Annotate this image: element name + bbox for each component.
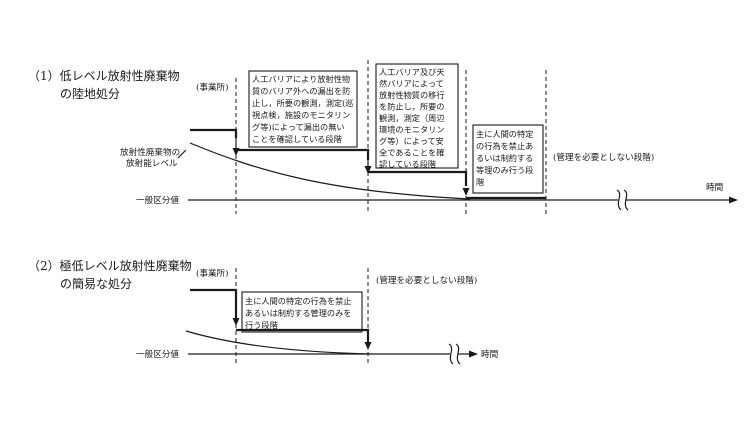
stage-1-management-line [234, 148, 370, 160]
section-1-site-label: (事業所) [196, 81, 229, 93]
level-label-line-1: 放射性廃棄物の [120, 146, 180, 158]
stage-2-line-5: 観測，測定（周辺 [379, 113, 445, 123]
stage-1-line-5: グ等)によって漏出の無い [252, 122, 345, 132]
section-2-axis-break-1 [448, 343, 454, 365]
stage-1-description: 人工バリアにより放射性物 質のバリア外への漏出を防 止し，所要の観測，測定(巡 … [252, 74, 356, 144]
section-1-time-label: 時間 [706, 182, 723, 193]
section-2-site-label: (事業所) [196, 267, 229, 279]
section-2-axis-break-2 [455, 343, 461, 365]
section-2-stage-1-line-1: 主に人間の特定の行為を禁止 [245, 296, 351, 306]
section-2-stage-1-line-3: 行う段階 [245, 320, 278, 330]
stage-3-line-4: 等理のみ行う段 [476, 165, 533, 175]
stage-2-drop-arrowhead [364, 166, 372, 174]
stage-2-management-line [368, 170, 468, 186]
stage-2-line-6: 環境のモニタリン [379, 125, 445, 135]
section-1-axis-break-1 [616, 189, 622, 211]
section-2-stage-1-description-box [241, 291, 363, 333]
stage-2-line-4: を防止し，所要の [379, 102, 445, 112]
section-1-time-arrowhead [729, 196, 738, 204]
section-2-no-management-label: (管理を必要としない段階) [376, 274, 477, 286]
stage-2-line-3: 放射性物質の移行 [379, 90, 445, 100]
section-2-decay-curve [185, 330, 371, 355]
section-2-stage-1-line-2: あるいは制約する管理のみを [245, 308, 351, 318]
stage-3-line-1: 主に人間の特定 [476, 129, 533, 139]
section-1-no-management-label: (管理を必要としない段階) [553, 151, 654, 163]
stage-1-description-box [248, 70, 358, 148]
stage-2-line-8: 全であることを確 [379, 148, 444, 158]
section-1: （1）低レベル放射性廃棄物 の陸地処分 (事業所) 放射性廃棄物の 放射能レベル… [28, 60, 738, 214]
section-1-heading-line-2: の陸地処分 [60, 87, 120, 101]
stage-1-line-1: 人工バリアにより放射性物 [252, 74, 350, 84]
stage-2-description: 人工バリア及び天 然バリアによって 放射性物質の移行 を防止し，所要の 観測，測… [379, 67, 447, 169]
stage-2-line-2: 然バリアによって [379, 79, 444, 89]
stage-3-description-box [472, 124, 544, 194]
section-2-site-management-line [190, 288, 238, 318]
level-label-line-2: 放射能レベル [126, 157, 178, 169]
stage-3-line-5: 階 [476, 177, 484, 187]
level-label-leader [177, 149, 187, 159]
stage-1-line-2: 質のバリア外への漏出を防 [252, 86, 350, 96]
section-1-decay-curve [189, 142, 471, 200]
stage-2-line-9: 認している段階 [379, 159, 436, 169]
section-1-axis-break-2 [623, 189, 629, 211]
section-2-time-label: 時間 [481, 349, 498, 360]
section-2: （2）極低レベル放射性廃棄物 の簡易な処分 (事業所) (管理を必要としない段階… [28, 258, 498, 366]
section-1-baseline-label: 一般区分値 [136, 194, 179, 206]
stage-1-line-6: ことを確認している段階 [252, 134, 342, 144]
section-1-site-management-line [190, 128, 238, 138]
section-2-baseline-label: 一般区分値 [136, 348, 179, 360]
stage-1-line-4: 視点検，施設のモニタリン [252, 110, 350, 120]
stage-1-line-3: 止し，所要の観測，測定(巡 [252, 98, 353, 108]
stage-3-description: 主に人間の特定 の行為を禁止あ るいは制約する 等理のみ行う段 階 [476, 129, 536, 187]
stage-3-line-2: の行為を禁止あ [476, 141, 533, 151]
section-2-heading-line-1: （2）極低レベル放射性廃棄物 [28, 258, 192, 273]
section-1-heading-line-1: （1）低レベル放射性廃棄物 [28, 68, 180, 83]
section-2-heading-line-2: の簡易な処分 [60, 276, 132, 291]
stage-3-line-3: るいは制約する [476, 153, 533, 163]
stage-2-description-box [375, 63, 459, 169]
stage-2-line-7: グ等）によって安 [379, 136, 444, 146]
stage-2-line-1: 人工バリア及び天 [379, 67, 445, 77]
section-2-stage-1-description: 主に人間の特定の行為を禁止 あるいは制約する管理のみを 行う段階 [245, 296, 354, 330]
section-2-time-arrowhead [469, 350, 478, 358]
section-2-stage-1-drop-arrowhead [232, 318, 240, 326]
